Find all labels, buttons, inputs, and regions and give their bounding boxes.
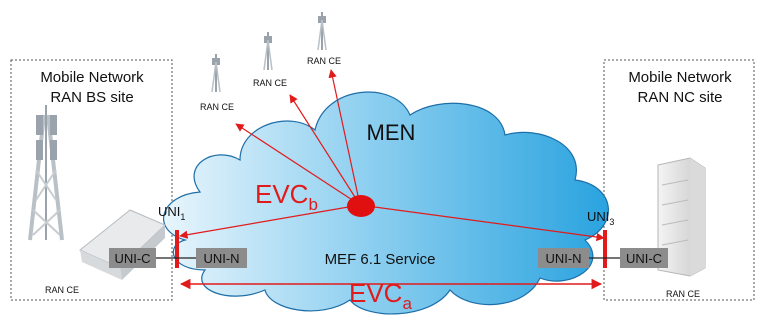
left-uni-n-box: UNI-N (196, 248, 247, 268)
evc-b-link-tower1 (235, 123, 361, 206)
ran-tower-3-label: RAN CE (307, 56, 341, 66)
ran-tower-1-label: RAN CE (200, 102, 234, 112)
service-label: MEF 6.1 Service (325, 251, 436, 268)
evc-b-link-uni3 (359, 204, 605, 242)
ran-tower-2-label: RAN CE (253, 78, 287, 88)
left-ran-tower-icon (28, 105, 64, 241)
right-uni-c-box: UNI-C (620, 248, 668, 268)
right-ran-server-icon (657, 157, 706, 277)
evc-b-link-tower2 (289, 94, 361, 206)
evc-b-link-tower3 (328, 69, 361, 206)
uni3-label: UNI3 (587, 209, 614, 227)
ran-tower-1-icon (211, 54, 221, 93)
uni1-label: UNI1 (158, 204, 185, 222)
men-cloud (163, 91, 609, 315)
left-site-boundary (10, 59, 173, 301)
left-ran-ce-label: RAN CE (45, 285, 79, 295)
right-ran-ce-label: RAN CE (666, 289, 700, 299)
evc-a-label: EVCa (349, 278, 412, 313)
right-site-boundary (603, 59, 755, 301)
left-ran-equipment-icon (79, 209, 166, 280)
right-site-title-line1: Mobile Network (628, 69, 732, 86)
evc-b-links (179, 69, 605, 242)
cloud-label: MEN (367, 120, 416, 145)
ran-tower-2-icon (263, 32, 273, 71)
evc-b-root-node (347, 195, 375, 217)
uni3-boundary (603, 230, 607, 268)
evc-b-label: EVCb (255, 179, 318, 214)
svg-text:UNI-N: UNI-N (203, 251, 239, 266)
left-site-title-line1: Mobile Network (40, 69, 144, 86)
left-site-title-line2: RAN BS site (50, 89, 133, 106)
right-uni-n-box: UNI-N (538, 248, 589, 268)
svg-text:UNI-C: UNI-C (114, 251, 150, 266)
svg-text:UNI-N: UNI-N (545, 251, 581, 266)
right-site-title-line2: RAN NC site (637, 89, 722, 106)
uni1-boundary (175, 230, 179, 268)
left-uni-c-box: UNI-C (109, 248, 156, 268)
evc-b-link-uni1 (179, 204, 361, 239)
ran-tower-3-icon (317, 12, 327, 51)
svg-text:UNI-C: UNI-C (626, 251, 662, 266)
